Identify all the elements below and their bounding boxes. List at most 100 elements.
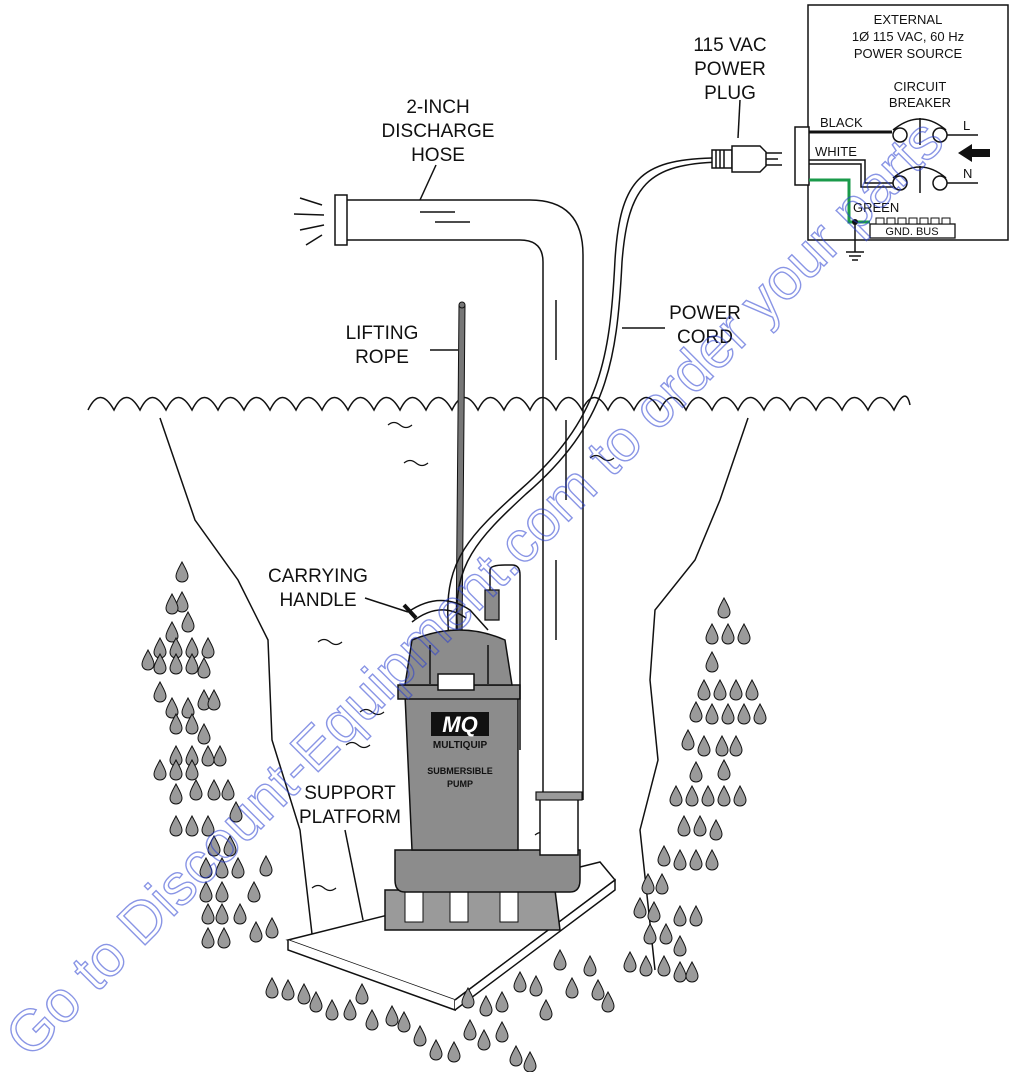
svg-text:BREAKER: BREAKER bbox=[889, 95, 951, 110]
label-power-plug: 115 VAC POWER PLUG bbox=[693, 35, 766, 104]
water-drop bbox=[681, 729, 695, 751]
water-drop bbox=[169, 815, 183, 837]
water-drop bbox=[713, 679, 727, 701]
water-drop bbox=[657, 955, 671, 977]
label-support-platform: SUPPORT PLATFORM bbox=[299, 783, 401, 828]
water-drop bbox=[165, 593, 179, 615]
water-drop bbox=[463, 1019, 477, 1041]
water-drop bbox=[705, 703, 719, 725]
water-drop bbox=[447, 1041, 461, 1063]
water-drop bbox=[201, 903, 215, 925]
pump-label-line2: PUMP bbox=[447, 779, 473, 789]
svg-text:HOSE: HOSE bbox=[411, 145, 465, 166]
water-drop bbox=[717, 759, 731, 781]
water-drop bbox=[189, 779, 203, 801]
water-drop bbox=[677, 815, 691, 837]
water-drop bbox=[201, 927, 215, 949]
svg-text:2-INCH: 2-INCH bbox=[406, 97, 469, 118]
water-drop bbox=[669, 785, 683, 807]
terminal-n-label: N bbox=[963, 166, 972, 181]
water-drop bbox=[215, 903, 229, 925]
water-drop bbox=[365, 1009, 379, 1031]
water-drop bbox=[623, 951, 637, 973]
water-drop bbox=[689, 701, 703, 723]
water-drop bbox=[201, 637, 215, 659]
svg-text:POWER: POWER bbox=[669, 303, 741, 324]
water-drop bbox=[673, 935, 687, 957]
pit-outline bbox=[159, 417, 749, 971]
water-drop bbox=[153, 759, 167, 781]
label-carrying-handle: CARRYING HANDLE bbox=[268, 566, 368, 611]
svg-text:SUPPORT: SUPPORT bbox=[304, 783, 396, 804]
water-drop bbox=[655, 873, 669, 895]
svg-text:POWER SOURCE: POWER SOURCE bbox=[854, 46, 963, 61]
water-drop bbox=[141, 649, 155, 671]
svg-text:CIRCUIT: CIRCUIT bbox=[894, 79, 947, 94]
gnd-bus-label: GND. BUS bbox=[885, 226, 938, 238]
water-drop bbox=[673, 905, 687, 927]
water-drop bbox=[509, 1045, 523, 1067]
svg-text:EXTERNAL: EXTERNAL bbox=[874, 12, 943, 27]
water-drop bbox=[281, 979, 295, 1001]
water-drop bbox=[265, 977, 279, 999]
water-drop bbox=[697, 679, 711, 701]
water-drop bbox=[565, 977, 579, 999]
water-drop bbox=[477, 1029, 491, 1051]
water-drop bbox=[181, 611, 195, 633]
water-drop bbox=[685, 961, 699, 983]
svg-text:PLATFORM: PLATFORM bbox=[299, 807, 401, 828]
water-drop bbox=[701, 785, 715, 807]
water-drop bbox=[175, 561, 189, 583]
water-drop bbox=[201, 745, 215, 767]
water-drop bbox=[343, 999, 357, 1021]
water-drop bbox=[729, 679, 743, 701]
water-drop bbox=[309, 991, 323, 1013]
svg-text:HANDLE: HANDLE bbox=[279, 590, 356, 611]
wire-black-label: BLACK bbox=[820, 115, 863, 130]
water-drop bbox=[213, 745, 227, 767]
water-drop bbox=[721, 623, 735, 645]
water-drop bbox=[717, 597, 731, 619]
power-box-text: EXTERNAL 1Ø 115 VAC, 60 Hz POWER SOURCE … bbox=[815, 12, 972, 238]
water-drop bbox=[673, 849, 687, 871]
water-drop bbox=[197, 723, 211, 745]
water-drop bbox=[709, 819, 723, 841]
water-drop bbox=[479, 995, 493, 1017]
water-drop bbox=[355, 983, 369, 1005]
water-drop bbox=[259, 855, 273, 877]
water-drop bbox=[591, 979, 605, 1001]
water-drop bbox=[249, 921, 263, 943]
water-drop bbox=[297, 983, 311, 1005]
water-drop bbox=[513, 971, 527, 993]
water-drop bbox=[413, 1025, 427, 1047]
svg-text:PLUG: PLUG bbox=[704, 83, 756, 104]
water-drop bbox=[169, 783, 183, 805]
water-drop bbox=[265, 917, 279, 939]
water-drop bbox=[657, 845, 671, 867]
water-drop bbox=[523, 1051, 537, 1072]
water-drop bbox=[721, 703, 735, 725]
water-drop bbox=[385, 1005, 399, 1027]
leader-lines bbox=[344, 99, 741, 921]
svg-text:POWER: POWER bbox=[694, 59, 766, 80]
pump-logo bbox=[431, 712, 489, 736]
water-drop bbox=[529, 975, 543, 997]
water-drop bbox=[641, 873, 655, 895]
water-drop bbox=[705, 623, 719, 645]
water-drop bbox=[729, 735, 743, 757]
water-drop bbox=[689, 761, 703, 783]
water-drop bbox=[717, 785, 731, 807]
power-source-box bbox=[794, 4, 1009, 261]
svg-text:CARRYING: CARRYING bbox=[268, 566, 368, 587]
label-power-cord: POWER CORD bbox=[669, 303, 741, 348]
pump-logo-text: MQ bbox=[442, 712, 477, 737]
water-drop bbox=[733, 785, 747, 807]
water-drop bbox=[553, 949, 567, 971]
water-drop bbox=[689, 905, 703, 927]
discharge-hose bbox=[293, 194, 584, 800]
water-drop bbox=[737, 703, 751, 725]
water-drop bbox=[647, 901, 661, 923]
svg-text:1Ø 115 VAC, 60 Hz: 1Ø 115 VAC, 60 Hz bbox=[852, 29, 964, 44]
water-drop bbox=[659, 923, 673, 945]
